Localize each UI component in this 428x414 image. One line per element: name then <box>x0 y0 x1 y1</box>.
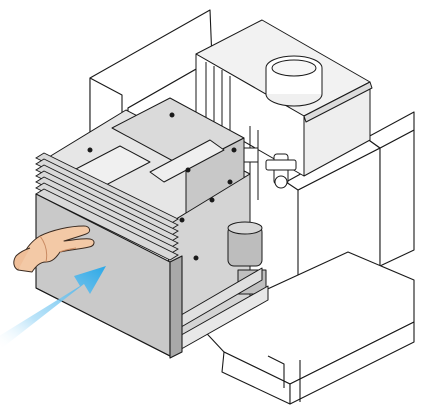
vent-fins <box>35 152 179 261</box>
drawer-frame <box>43 97 269 353</box>
vent-fin <box>35 188 179 261</box>
pointing-hand-icon <box>13 225 95 273</box>
push-direction-arrow-icon <box>0 266 106 348</box>
flue-collar <box>265 55 323 107</box>
